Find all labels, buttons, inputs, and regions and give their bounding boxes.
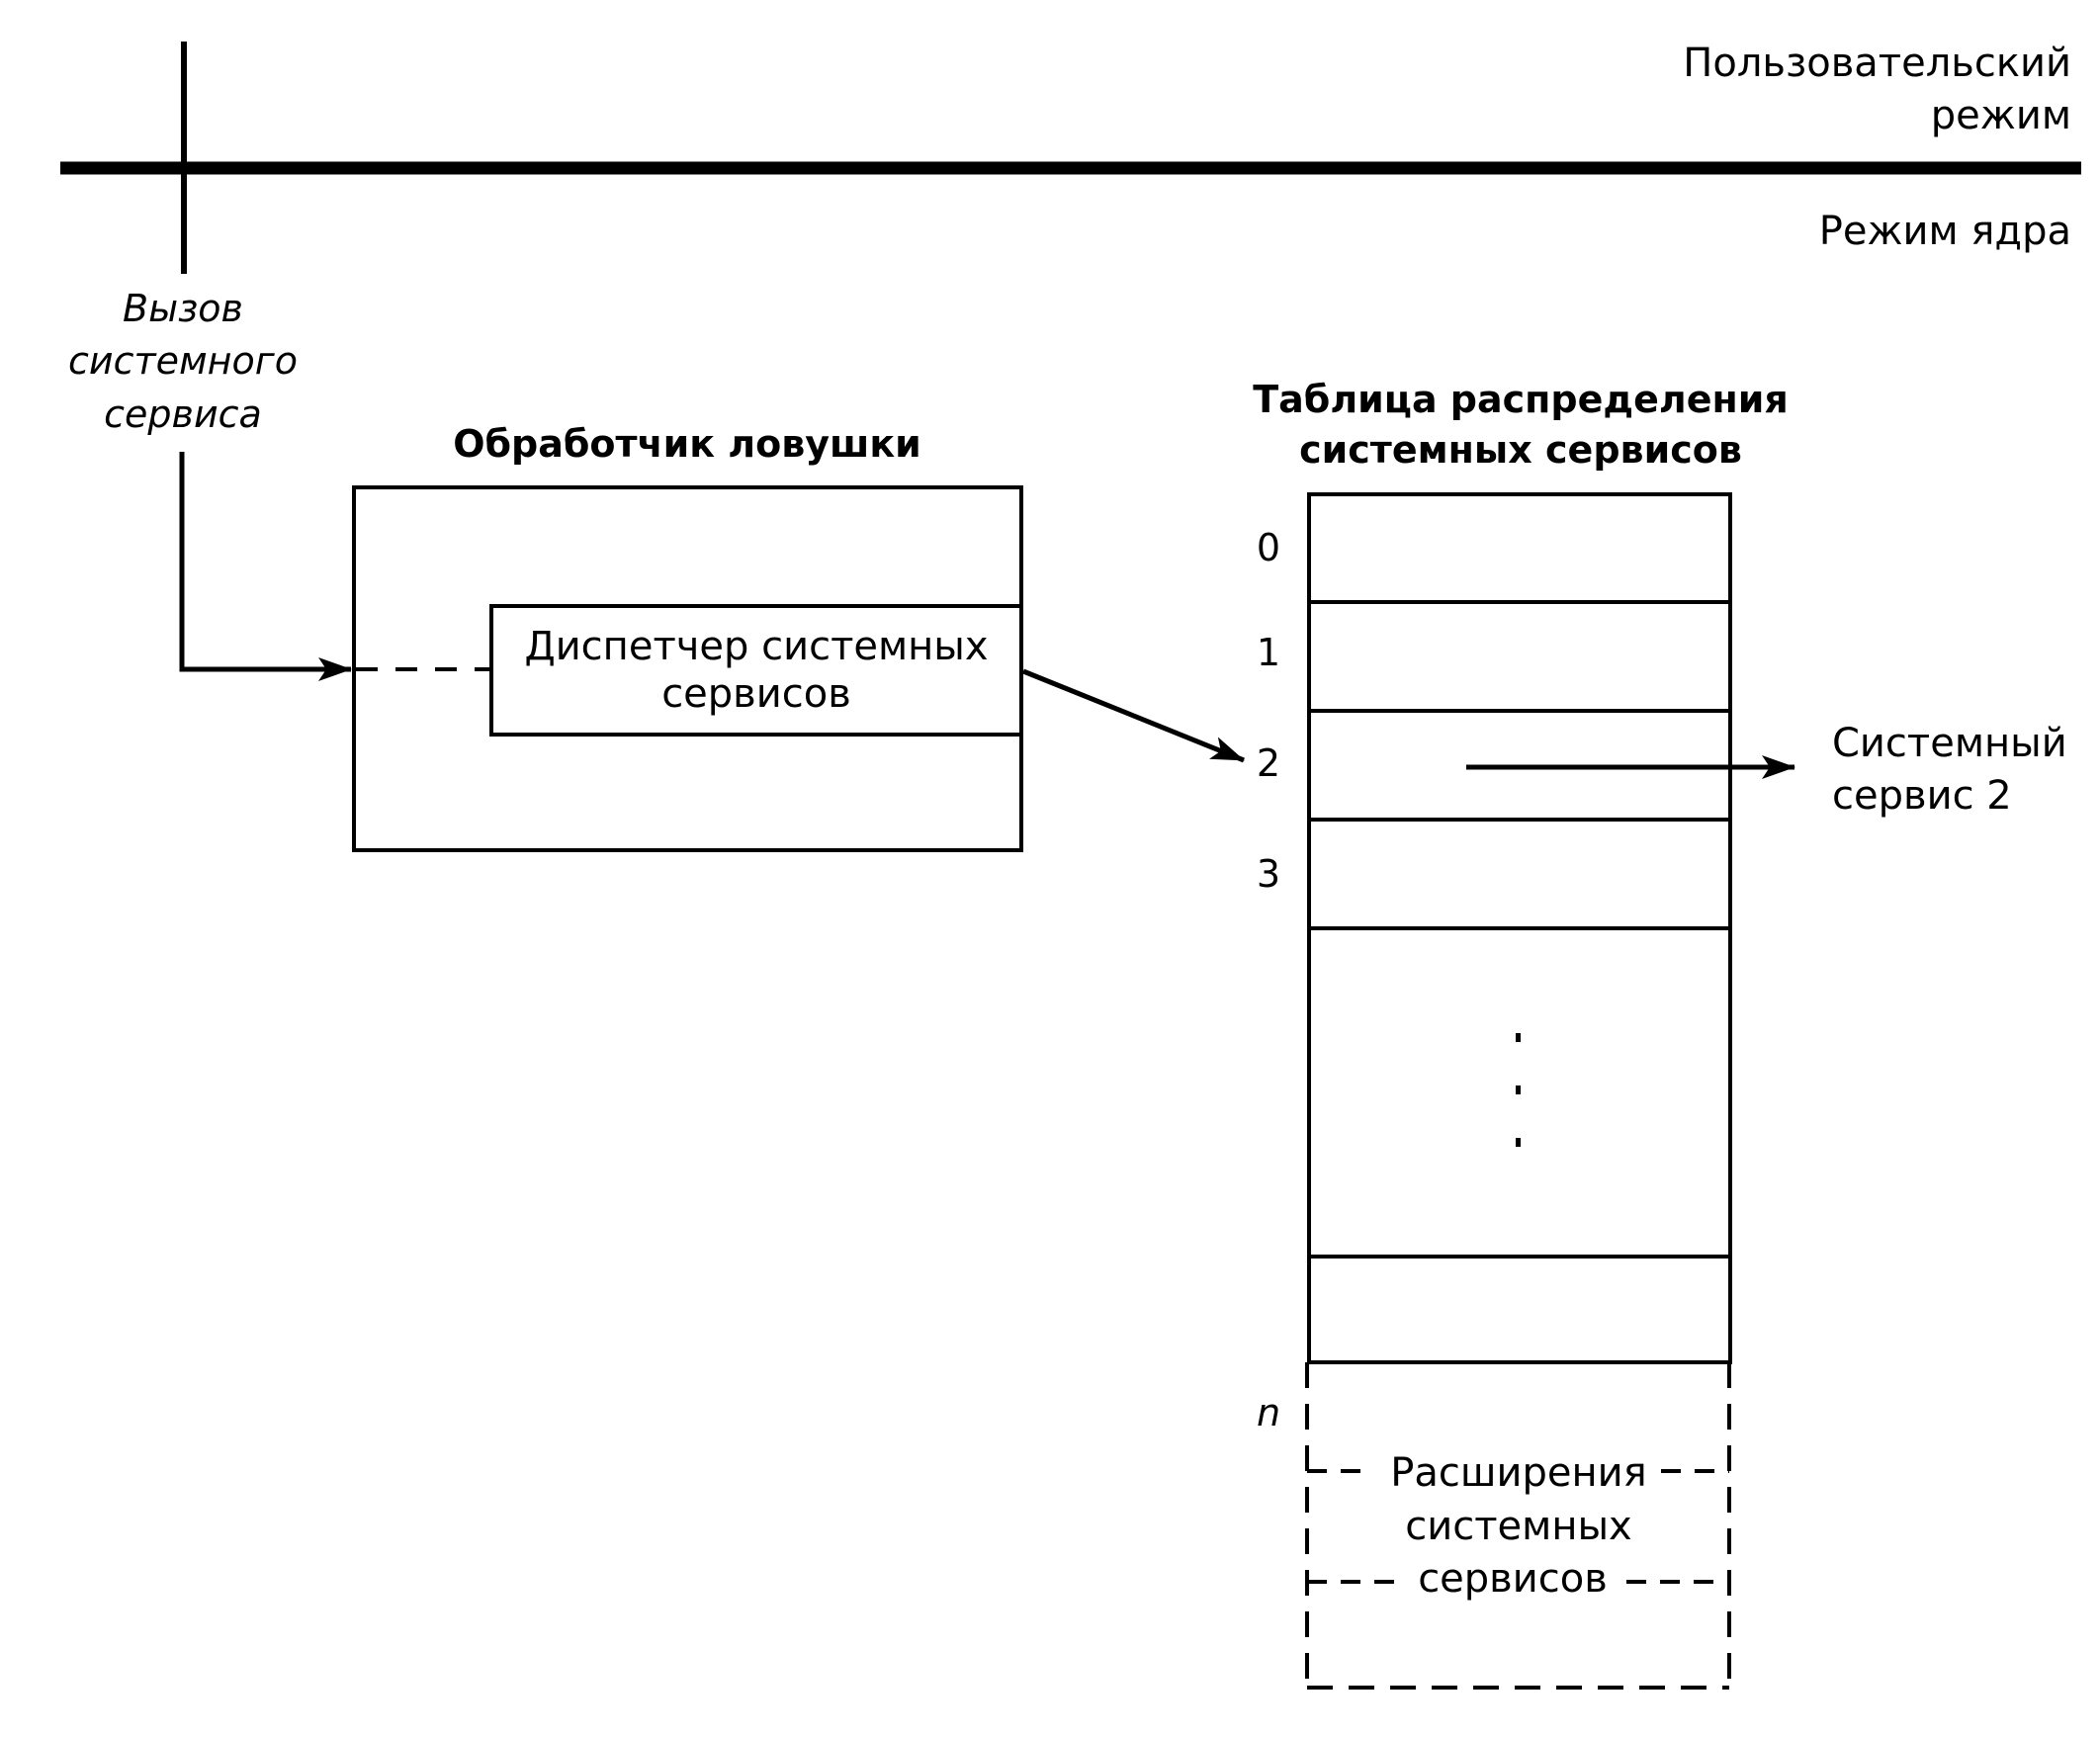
- system-call-label-line1: Вызов: [123, 287, 243, 330]
- trap-handler-title: Обработчик ловушки: [453, 422, 921, 466]
- ellipsis-dot: [1516, 1086, 1521, 1094]
- system-call-label-line2: системного: [68, 339, 298, 383]
- dispatch-table-title-line2: системных сервисов: [1299, 428, 1742, 472]
- dispatch-arrow: [1022, 668, 1245, 763]
- table-index-1: 1: [1257, 631, 1280, 674]
- user-mode-label-line2: режим: [1931, 93, 2071, 138]
- target-service-label-line2: сервис 2: [1832, 773, 2012, 819]
- system-call-arrow: [179, 452, 352, 681]
- kernel-mode-label: Режим ядра: [1819, 209, 2071, 254]
- table-index-3: 3: [1257, 852, 1280, 896]
- table-index-0: 0: [1257, 526, 1280, 569]
- user-mode-label-line1: Пользовательский: [1683, 41, 2071, 86]
- extensions-label-line1: Расширения: [1390, 1450, 1646, 1496]
- system-call-label-line3: сервиса: [104, 392, 262, 436]
- table-index-2: 2: [1257, 741, 1280, 785]
- table-index-n: n: [1257, 1391, 1280, 1434]
- extensions-label-line2: системных: [1405, 1504, 1631, 1549]
- dispatcher-label-line2: сервисов: [661, 671, 851, 717]
- ellipsis-dot: [1516, 1033, 1521, 1042]
- dispatch-table: 0 1 2 3 n Расширения системных сервисов: [1257, 492, 1732, 1690]
- dispatcher-label-line1: Диспетчер системных: [524, 624, 988, 669]
- target-service-label-line1: Системный: [1832, 721, 2067, 766]
- dispatch-table-title-line1: Таблица распределения: [1253, 378, 1789, 421]
- extensions-label-line3: сервисов: [1418, 1556, 1608, 1602]
- ellipsis-dot: [1516, 1138, 1521, 1147]
- dispatcher-box: [489, 604, 1023, 737]
